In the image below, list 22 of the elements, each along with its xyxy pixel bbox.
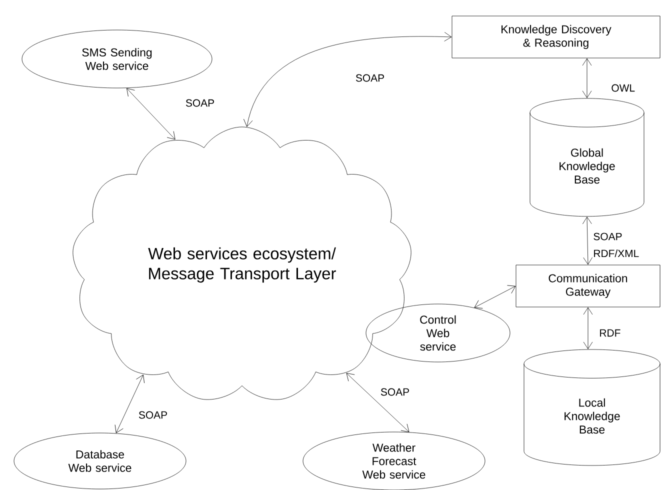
arrow (346, 372, 410, 432)
database-cylinder: Global Knowledge Base (530, 98, 644, 217)
arrow (126, 88, 176, 140)
process-box: Knowledge Discovery & Reasoning (452, 16, 660, 58)
ellipse-node: Database Web service (14, 432, 186, 490)
arrow (243, 32, 452, 127)
arrow (114, 374, 145, 434)
arrow (582, 58, 592, 98)
edge-label: SOAP (186, 99, 214, 107)
edge-label: SOAP (356, 74, 384, 82)
arrow (582, 216, 593, 265)
ellipse-node: Control Web service (366, 304, 510, 362)
edge-label: SOAP RDF/XML (594, 232, 639, 258)
edge-label: OWL (612, 84, 635, 92)
process-box: Communication Gateway (516, 264, 660, 308)
arrow (583, 307, 593, 350)
edge-label: RDF (600, 329, 620, 337)
database-cylinder: Local Knowledge Base (524, 349, 660, 466)
ellipse-node: SMS Sending Web service (22, 30, 212, 88)
edge-label: SOAP (380, 388, 409, 396)
edge-label: SOAP (138, 411, 167, 419)
arrow (474, 285, 516, 308)
